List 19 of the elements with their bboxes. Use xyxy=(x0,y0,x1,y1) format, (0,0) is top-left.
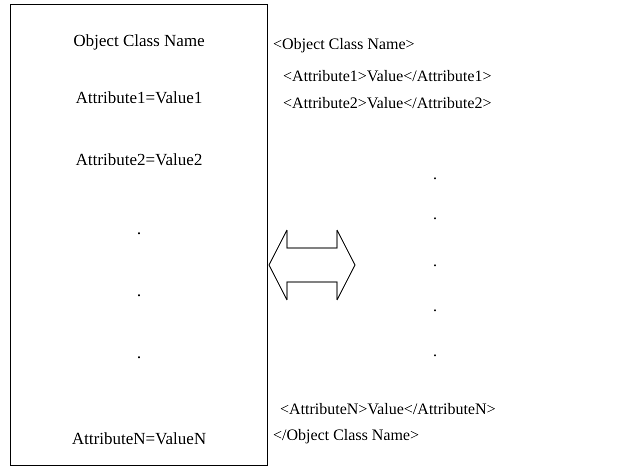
xml-tag-text: <Attribute1>Value</Attribute1> xyxy=(283,67,492,87)
xml-tag-text: <Object Class Name> xyxy=(273,35,415,55)
double-block-arrow xyxy=(268,230,356,300)
xml-tag-text: </Object Class Name> xyxy=(273,426,420,446)
ellipsis-dot: . xyxy=(136,281,142,301)
ellipsis-dot: . xyxy=(136,343,142,363)
ellipsis-dot: . xyxy=(433,165,437,185)
object-text: AttributeN=ValueN xyxy=(70,429,208,449)
ellipsis-dot: . xyxy=(433,342,437,362)
object-text: Object Class Name xyxy=(72,31,206,51)
object-text: Attribute2=Value2 xyxy=(74,150,204,170)
xml-tag-text: <Attribute2>Value</Attribute2> xyxy=(283,94,492,114)
object-box xyxy=(10,4,268,466)
object-text: Attribute1=Value1 xyxy=(74,88,204,108)
ellipsis-dot: . xyxy=(136,219,142,239)
ellipsis-dot: . xyxy=(433,252,437,272)
xml-tag-text: <AttributeN>Value</AttributeN> xyxy=(280,400,496,420)
ellipsis-dot: . xyxy=(433,205,437,225)
ellipsis-dot: . xyxy=(433,297,437,317)
